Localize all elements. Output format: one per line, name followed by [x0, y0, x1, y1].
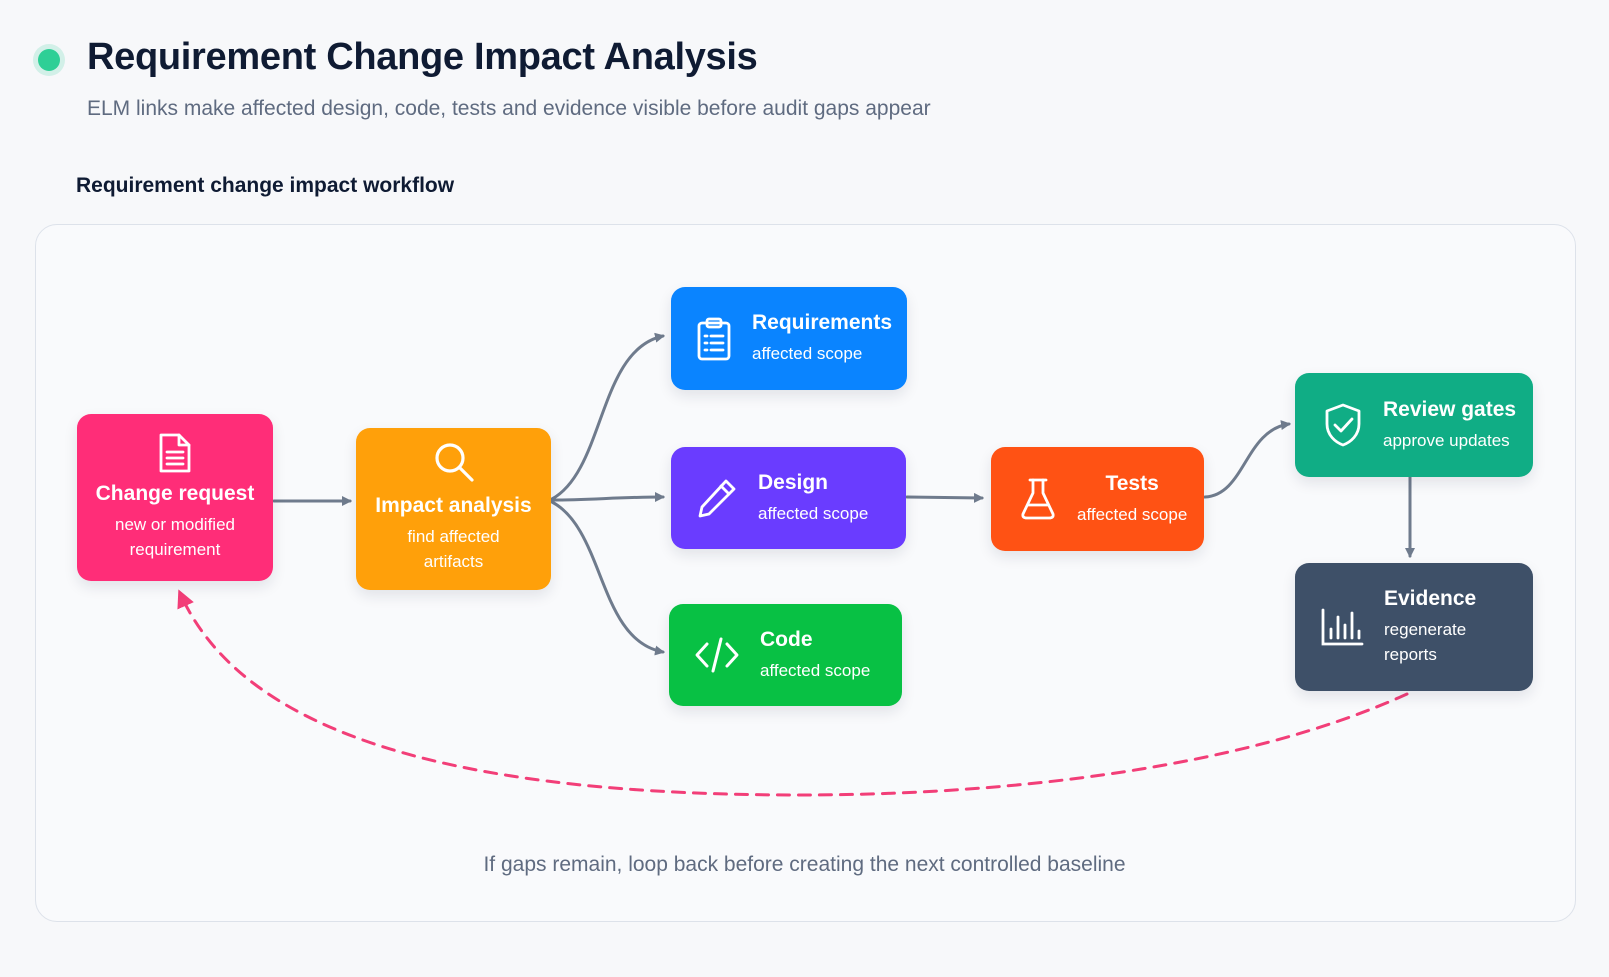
node-review-gates[interactable]: Review gates approve updates	[1295, 373, 1533, 477]
node-subtitle: new or modified requirement	[114, 515, 235, 559]
node-subtitle: affected scope	[758, 503, 869, 523]
shield-check-icon	[1323, 402, 1363, 448]
arrow-impact-to-code	[550, 500, 665, 656]
node-subtitle: affected scope	[1077, 504, 1188, 524]
node-change-request[interactable]: Change request new or modified requireme…	[77, 414, 273, 581]
node-title: Evidence	[1384, 587, 1477, 610]
arrow-impact-to-requirements	[550, 332, 665, 501]
clipboard-list-icon	[696, 317, 732, 361]
code-icon	[694, 635, 740, 675]
node-evidence[interactable]: Evidence regenerate reports	[1295, 563, 1533, 691]
section-title: Requirement change impact workflow	[76, 174, 455, 197]
node-code[interactable]: Code affected scope	[669, 604, 902, 706]
footer-note: If gaps remain, loop back before creatin…	[483, 853, 1126, 876]
bar-chart-icon	[1320, 607, 1364, 647]
node-design[interactable]: Design affected scope	[671, 447, 906, 549]
arrow-impact-to-design	[550, 492, 665, 503]
pencil-icon	[696, 477, 738, 519]
arrow-tests-to-review	[1203, 420, 1291, 499]
node-title: Tests	[1105, 471, 1159, 495]
status-dot	[38, 49, 60, 71]
flask-icon	[1019, 477, 1057, 521]
node-subtitle: find affected artifacts	[407, 527, 500, 571]
loop-back-arrow	[177, 589, 1409, 797]
document-icon	[156, 432, 194, 474]
page-title: Requirement Change Impact Analysis	[87, 36, 758, 78]
node-subtitle: regenerate reports	[1384, 620, 1467, 664]
node-impact-analysis[interactable]: Impact analysis find affected artifacts	[356, 428, 551, 590]
node-subtitle: approve updates	[1383, 430, 1510, 450]
node-title: Review gates	[1383, 397, 1517, 421]
node-title: Code	[760, 627, 813, 651]
page-subtitle: ELM links make affected design, code, te…	[87, 97, 931, 120]
node-title: Change request	[95, 482, 255, 505]
node-subtitle: affected scope	[760, 660, 871, 680]
node-title: Requirements	[752, 311, 893, 334]
node-tests[interactable]: Tests affected scope	[991, 447, 1204, 551]
node-title: Impact analysis	[375, 494, 532, 517]
node-subtitle: affected scope	[752, 344, 863, 363]
search-icon	[432, 440, 476, 484]
node-title: Design	[758, 470, 829, 494]
arrow-design-to-tests	[905, 492, 984, 503]
node-requirements[interactable]: Requirements affected scope	[671, 287, 907, 390]
